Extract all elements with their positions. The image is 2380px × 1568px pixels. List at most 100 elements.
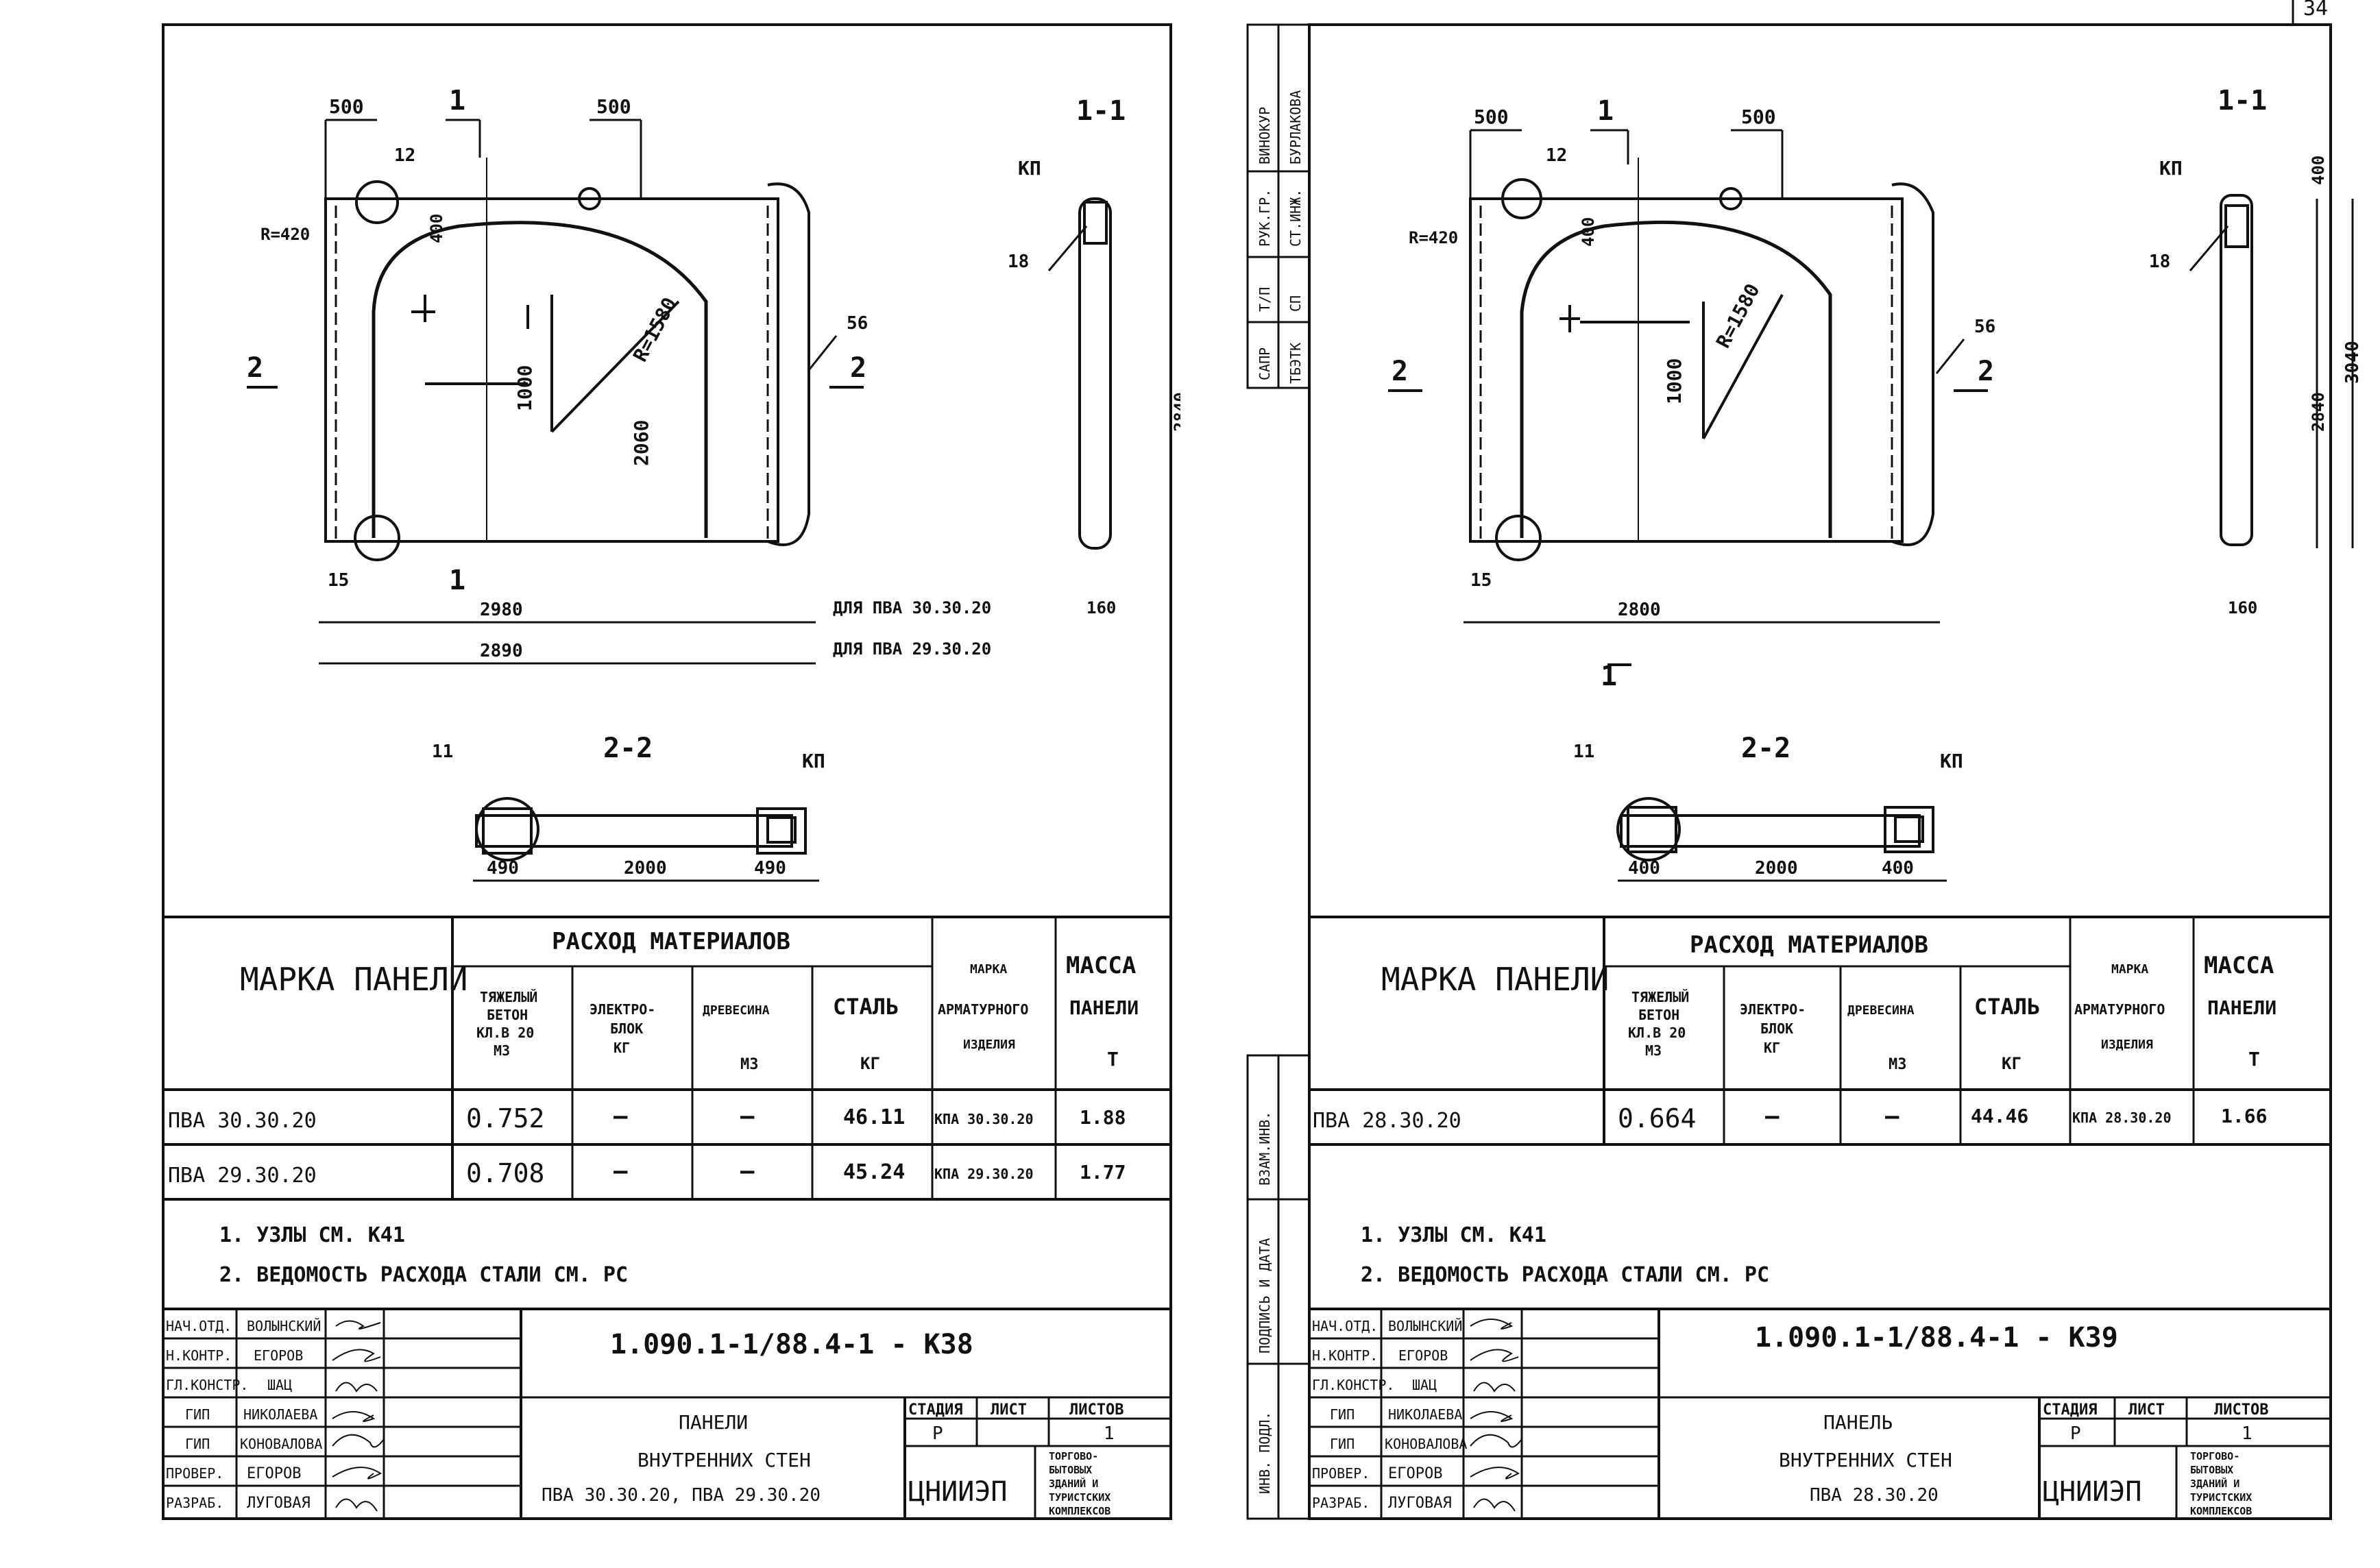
sheet-value: 1 — [2242, 1423, 2252, 1444]
stage-label: СТАДИЯ — [908, 1401, 962, 1419]
dims-top — [1469, 129, 1784, 199]
section-mark-2-right: 2 — [850, 352, 866, 384]
section-2-2-title: 2-2 — [603, 733, 653, 764]
dim-2840: 2840 — [2309, 392, 2328, 432]
callout-18: 18 — [1008, 252, 1029, 272]
dim-500-right: 500 — [1741, 106, 1776, 128]
org-sub-4: ТУРИСТСКИХ — [1049, 1491, 1110, 1504]
table-header-mass-3: Т — [2248, 1048, 2260, 1070]
table-header-concrete-1: ТЯЖЕЛЫЙ — [1631, 989, 1689, 1005]
callout-kp-plan: КП — [802, 750, 825, 772]
org-sub-1: ТОРГОВО- — [2190, 1450, 2239, 1462]
note-2980: ДЛЯ ПВА 30.30.20 — [833, 598, 991, 617]
table-row: ПВА 28.30.20 0.664 – – 44.46 КПА 28.30.2… — [1313, 1103, 2267, 1134]
role-name: НИКОЛАЕВА — [243, 1406, 317, 1423]
lift-loop-15 — [354, 515, 400, 561]
table-header-concrete-3: КЛ.В 20 — [1628, 1025, 1686, 1041]
role-name: ЕГОРОВ — [1398, 1347, 1448, 1364]
strip-cell: ИНВ. ПОДЛ. — [1256, 1412, 1273, 1494]
callout-18: 18 — [2149, 252, 2170, 272]
role-label: ПРОВЕР. — [1312, 1465, 1370, 1482]
role-name: ЕГОРОВ — [247, 1465, 301, 1482]
role-name: ЕГОРОВ — [254, 1347, 303, 1364]
role-name: ЛУГОВАЯ — [247, 1495, 311, 1512]
dim-160: 160 — [2228, 598, 2257, 617]
row-steel: 46.11 — [843, 1105, 905, 1129]
row-block: – — [614, 1103, 628, 1130]
stamp-title-1: ПАНЕЛЬ — [1823, 1411, 1893, 1434]
table-header-group: РАСХОД МАТЕРИАЛОВ — [1690, 931, 1928, 959]
callout-kp-plan: КП — [1940, 750, 1963, 772]
signatures — [332, 1320, 385, 1512]
section-1-1-drawing — [2220, 194, 2253, 546]
section-2-2-drawing — [1616, 797, 1947, 882]
org-sub-3: ЗДАНИЙ И — [2190, 1477, 2239, 1490]
row-steel: 45.24 — [843, 1160, 905, 1184]
stamp-title-2: ВНУТРЕННИХ СТЕН — [638, 1449, 811, 1471]
table-row: ПВА 30.30.20 0.752 – – 46.11 КПА 30.30.2… — [168, 1103, 1126, 1134]
role-name: ШАЦ — [267, 1377, 292, 1393]
table-header-arm-1: МАРКА — [970, 962, 1007, 977]
table-header-arm-3: ИЗДЕЛИЯ — [963, 1038, 1015, 1052]
org-sub-5: КОМПЛЕКСОВ — [1049, 1505, 1110, 1517]
row-wood: – — [740, 1157, 755, 1185]
role-name: ЕГОРОВ — [1388, 1465, 1442, 1482]
section-mark-1-top: 1 — [1597, 95, 1614, 127]
role-name: ВОЛЫНСКИЙ — [1388, 1318, 1462, 1334]
table-header-group: РАСХОД МАТЕРИАЛОВ — [552, 928, 790, 955]
row-mass: 1.66 — [2221, 1105, 2267, 1127]
role-label: РАЗРАБ. — [1312, 1495, 1370, 1511]
table-header-mark: МАРКА ПАНЕЛИ — [240, 961, 467, 998]
side-strip-text: ВИНОКУР БУРЛАКОВА РУК.ГР. СТ.ИНЖ. Т/П СП… — [1256, 90, 1304, 1494]
row-mark: ПВА 28.30.20 — [1313, 1109, 1461, 1133]
title-block-grid — [163, 1308, 1171, 1519]
role-name: ШАЦ — [1412, 1377, 1437, 1393]
role-name: КОНОВАЛОВА — [1385, 1436, 1467, 1452]
radius-420: R=420 — [260, 225, 310, 244]
callout-kp-section: КП — [2159, 157, 2183, 180]
section-mark-2-left: 2 — [247, 352, 263, 384]
dims-top — [324, 119, 642, 199]
plan-dim-right: 490 — [754, 858, 786, 879]
section-mark-2-right: 2 — [1978, 356, 1994, 387]
dim-2890: 2890 — [480, 641, 523, 661]
sheet-left-svg: 500 500 1 1 2 2 R=420 R=1580 400 1000 20… — [162, 23, 1180, 1520]
stamp-roles: НАЧ.ОТД. ВОЛЫНСКИЙ Н.КОНТР. ЕГОРОВ ГЛ.КО… — [1312, 1318, 1467, 1512]
sheets-label: ЛИСТОВ — [2214, 1401, 2268, 1419]
role-label: ГИП — [1330, 1406, 1355, 1423]
role-label: Н.КОНТР. — [1312, 1347, 1378, 1364]
row-mark: ПВА 30.30.20 — [168, 1109, 317, 1133]
strip-cell: Т/П — [1256, 287, 1273, 312]
materials-table-grid — [1309, 916, 2331, 1146]
page-number: 34 — [2303, 0, 2328, 21]
dim-400-section: 400 — [2309, 156, 2328, 185]
role-name: КОНОВАЛОВА — [240, 1436, 322, 1452]
table-header-concrete-4: М3 — [494, 1042, 510, 1059]
callout-15: 15 — [328, 570, 349, 591]
note-2: 2. ВЕДОМОСТЬ РАСХОДА СТАЛИ СМ. РС — [219, 1263, 628, 1287]
strip-cell: ВИНОКУР — [1256, 107, 1273, 164]
role-label: Н.КОНТР. — [166, 1347, 232, 1364]
table-header-mass-3: Т — [1107, 1048, 1119, 1070]
strip-cell: СП — [1287, 295, 1304, 312]
org-name: ЦНИИЭП — [2043, 1476, 2142, 1508]
section-mark-1-top: 1 — [449, 85, 465, 117]
table-header-arm-2: АРМАТУРНОГО — [2074, 1001, 2165, 1018]
dim-3040: 3040 — [2342, 341, 2363, 384]
row-concrete: 0.752 — [466, 1103, 544, 1134]
callout-15: 15 — [1470, 570, 1492, 591]
role-label: ГЛ.КОНСТР. — [166, 1377, 248, 1393]
table-header-mark: МАРКА ПАНЕЛИ — [1381, 961, 1609, 998]
panel-facade — [324, 158, 810, 561]
org-sub-2: БЫТОВЫХ — [2190, 1464, 2233, 1476]
dim-1000: 1000 — [1663, 358, 1686, 404]
note-1: 1. УЗЛЫ СМ. К41 — [219, 1223, 405, 1247]
stamp-roles: НАЧ.ОТД. ВОЛЫНСКИЙ Н.КОНТР. ЕГОРОВ ГЛ.КО… — [166, 1318, 322, 1512]
table-header-block-3: КГ — [1764, 1040, 1780, 1056]
table-header-arm-2: АРМАТУРНОГО — [938, 1001, 1028, 1018]
stamp-title-1: ПАНЕЛИ — [679, 1411, 748, 1434]
row-mass: 1.88 — [1080, 1106, 1126, 1129]
table-header-concrete-2: БЕТОН — [487, 1007, 528, 1023]
role-label: ГИП — [185, 1406, 210, 1423]
side-strip — [1246, 23, 1311, 1520]
